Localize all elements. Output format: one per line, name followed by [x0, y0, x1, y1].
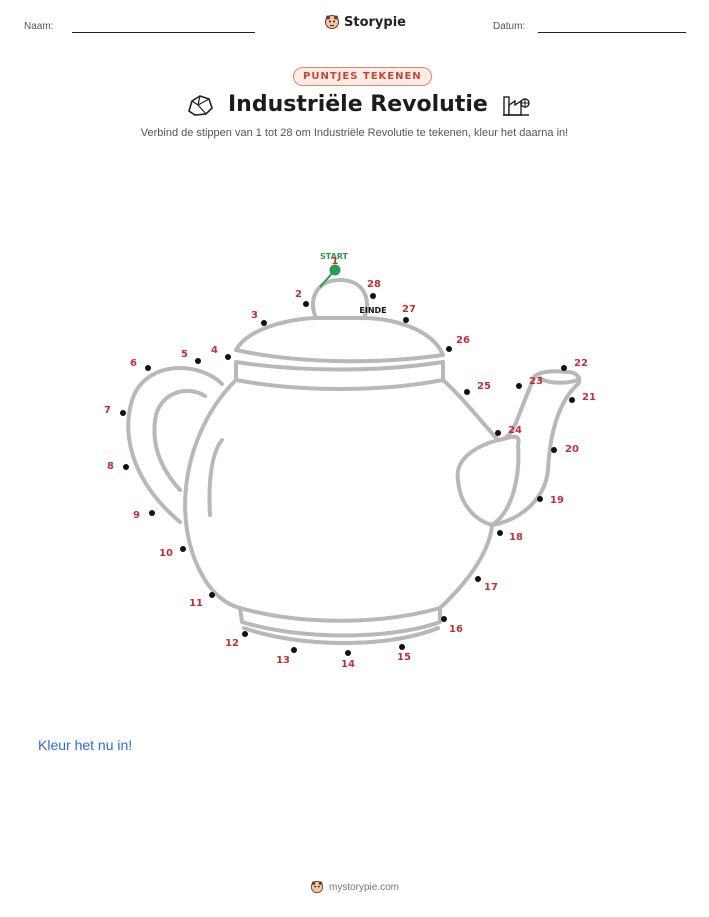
- dot-9: [149, 510, 155, 516]
- dot-label-5: 5: [181, 349, 188, 360]
- footer-url[interactable]: mystorypie.com: [328, 881, 399, 893]
- dot-label-17: 17: [484, 582, 498, 593]
- teapot-outline: [126, 278, 582, 645]
- dot-17: [475, 576, 481, 582]
- dot-label-1: 1: [332, 256, 339, 267]
- dot-26: [446, 346, 452, 352]
- dot-label-10: 10: [159, 548, 173, 559]
- dot-15: [399, 644, 405, 650]
- dot-11: [209, 592, 215, 598]
- dot-8: [123, 464, 129, 470]
- dot-label-26: 26: [456, 335, 470, 346]
- dot-22: [561, 365, 567, 371]
- storypie-logo-icon: [325, 15, 339, 29]
- dot-label-22: 22: [574, 358, 588, 369]
- dot-14: [345, 650, 351, 656]
- start-arrow: [319, 269, 336, 288]
- dot-16: [441, 616, 447, 622]
- dot-label-9: 9: [133, 510, 140, 521]
- dot-label-13: 13: [276, 655, 290, 666]
- dot-label-14: 14: [341, 659, 355, 670]
- name-line[interactable]: [72, 32, 255, 33]
- dot-label-7: 7: [104, 405, 111, 416]
- dot-label-2: 2: [295, 289, 302, 300]
- start-label: START: [320, 252, 349, 261]
- dot-label-15: 15: [397, 652, 411, 663]
- dot-label-8: 8: [107, 461, 114, 472]
- activity-badge: PUNTJES TEKENEN: [293, 67, 432, 86]
- dot-28: [370, 293, 376, 299]
- brand-name: Storypie: [344, 14, 406, 30]
- dot-13: [291, 647, 297, 653]
- storypie-logo-icon: [310, 880, 324, 894]
- page-title: Industriële Revolutie: [228, 92, 488, 117]
- factory-icon: [502, 95, 530, 116]
- dot-label-18: 18: [509, 532, 523, 543]
- footer: mystorypie.com: [0, 880, 709, 894]
- dot-label-3: 3: [251, 310, 258, 321]
- date-label: Datum:: [493, 21, 526, 32]
- dot-20: [551, 447, 557, 453]
- dot-label-21: 21: [582, 392, 596, 403]
- dot-label-28: 28: [367, 279, 381, 290]
- dot-2: [303, 301, 309, 307]
- dot-label-16: 16: [449, 624, 463, 635]
- dot-label-4: 4: [211, 345, 218, 356]
- dot-18: [497, 530, 503, 536]
- end-label: EINDE: [359, 306, 386, 315]
- dot-19: [537, 496, 543, 502]
- dot-label-25: 25: [477, 381, 491, 392]
- dot-21: [569, 397, 575, 403]
- dot-label-6: 6: [130, 358, 137, 369]
- dot-6: [145, 365, 151, 371]
- coal-icon: [188, 94, 213, 116]
- date-line[interactable]: [538, 32, 686, 33]
- dot-23: [516, 383, 522, 389]
- dot-label-27: 27: [402, 304, 416, 315]
- dot-label-20: 20: [565, 444, 579, 455]
- dot-24: [495, 430, 501, 436]
- dot-12: [242, 631, 248, 637]
- color-prompt: Kleur het nu in!: [38, 737, 133, 753]
- dot-3: [261, 320, 267, 326]
- dot-25: [464, 389, 470, 395]
- dot-5: [195, 358, 201, 364]
- dot-7: [120, 410, 126, 416]
- brand: Storypie: [324, 14, 406, 30]
- dot-label-24: 24: [508, 425, 522, 436]
- dot-label-19: 19: [550, 495, 564, 506]
- dot-label-12: 12: [225, 638, 239, 649]
- dot-label-11: 11: [189, 598, 203, 609]
- instructions: Verbind de stippen van 1 tot 28 om Indus…: [140, 127, 569, 139]
- dot-27: [403, 317, 409, 323]
- dot-label-23: 23: [529, 376, 543, 387]
- dot-4: [225, 354, 231, 360]
- title-row: Industriële Revolutie: [186, 92, 530, 117]
- dot-10: [180, 546, 186, 552]
- name-label: Naam:: [24, 21, 54, 32]
